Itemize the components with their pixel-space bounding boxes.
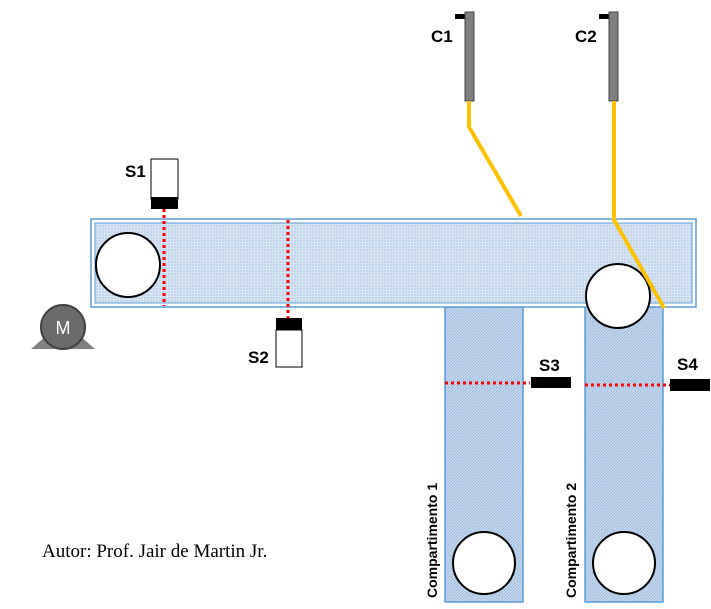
compartment-1-label: Compartimento 1 (424, 483, 440, 598)
motor: M (31, 304, 95, 350)
motor-label: M (56, 318, 71, 338)
cylinder-c2: C2 (575, 11, 666, 309)
cylinder-c2-label: C2 (575, 27, 597, 46)
sensor-s1-label: S1 (125, 162, 146, 181)
sensor-s2: S2 (248, 318, 303, 368)
sensor-s3-label: S3 (539, 356, 560, 375)
compartment-2-label: Compartimento 2 (563, 483, 579, 598)
sensor-s1: S1 (125, 158, 179, 209)
sensor-s3: S3 (531, 356, 571, 388)
cylinder-c1-label: C1 (431, 27, 453, 46)
cylinder-c2-arm (612, 101, 666, 309)
roller-compartment-1 (452, 531, 516, 595)
author-credit: Autor: Prof. Jair de Martin Jr. (42, 541, 268, 562)
cylinder-c1-arm (467, 101, 523, 218)
sensor-s2-label: S2 (248, 348, 269, 367)
sensor-s4-label: S4 (677, 355, 698, 374)
sensor-s4: S4 (670, 355, 710, 391)
motor-body (40, 304, 86, 350)
roller-compartment-2 (592, 531, 656, 595)
roller-right (585, 263, 651, 329)
roller-left (95, 232, 161, 298)
cylinder-c1: C1 (431, 11, 523, 218)
